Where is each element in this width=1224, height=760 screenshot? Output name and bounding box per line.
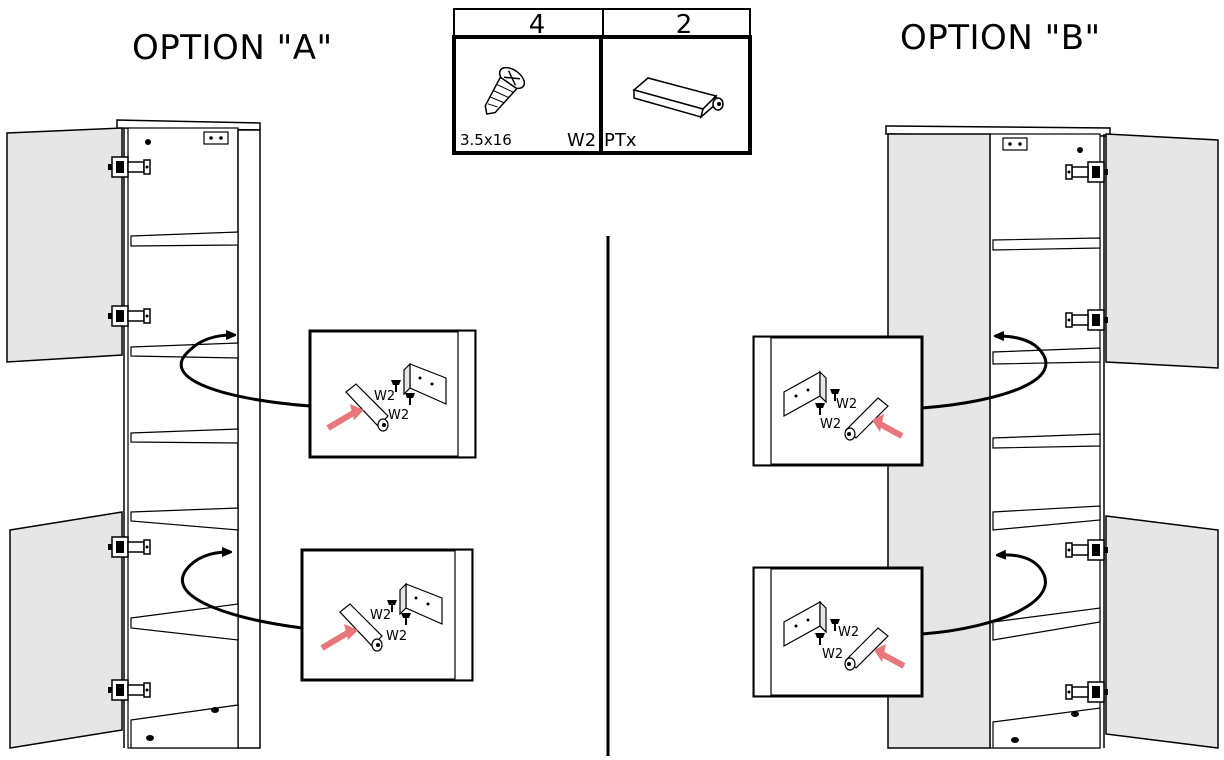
part-1-size: 3.5x16: [460, 131, 512, 149]
detail-box-b-lower: W2 W2: [752, 566, 924, 698]
detail-screw-label: W2: [836, 397, 857, 412]
cabinet-option-a: [6, 119, 261, 749]
detail-screw-label: W2: [822, 647, 843, 662]
detail-screw-label: W2: [388, 408, 409, 423]
part-2-quantity: 2: [676, 10, 693, 40]
option-a-title: OPTION "A": [132, 28, 333, 68]
part-1-code: W2: [567, 130, 596, 151]
part-2-code: PTx: [604, 130, 637, 151]
option-b-title: OPTION "B": [900, 18, 1101, 58]
detail-box-a-upper: W2 W2: [308, 329, 477, 459]
detail-arrows: [179, 335, 1048, 636]
detail-box-a-lower: W2 W2: [300, 548, 474, 682]
detail-screw-label: W2: [370, 608, 391, 623]
detail-screw-label: W2: [374, 389, 395, 404]
detail-screw-label: W2: [820, 417, 841, 432]
detail-screw-label: W2: [386, 629, 407, 644]
parts-table: 4 2 3.5x16 W2 PTx: [452, 8, 752, 155]
detail-box-b-upper: W2 W2: [752, 335, 924, 467]
push-latch-icon: [632, 77, 724, 120]
screw-icon: [484, 66, 526, 115]
detail-screw-label: W2: [838, 625, 859, 640]
part-1-quantity: 4: [529, 10, 546, 40]
cabinet-option-b: [885, 125, 1219, 749]
